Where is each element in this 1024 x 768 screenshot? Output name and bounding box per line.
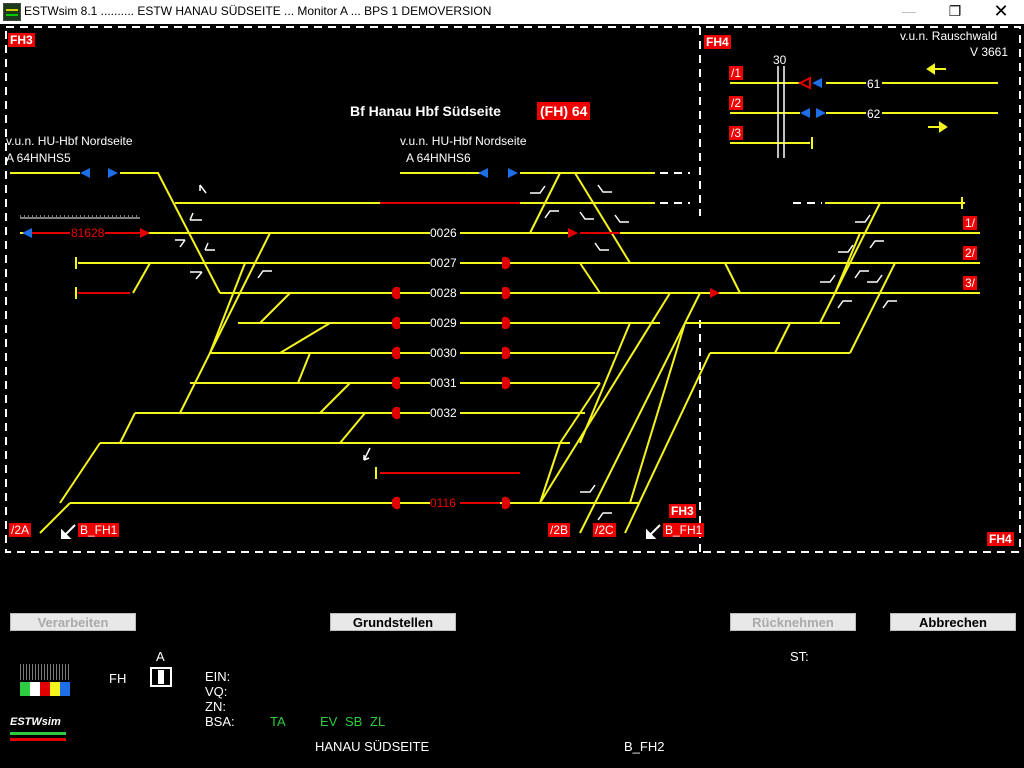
bfh1-right[interactable]: B_FH1 bbox=[663, 523, 705, 537]
area-status: B_FH2 bbox=[624, 739, 665, 754]
track-label-1[interactable]: /1 bbox=[729, 66, 744, 80]
track-0028[interactable]: 0028 bbox=[430, 286, 457, 300]
monitor-a: A bbox=[156, 649, 165, 664]
track-0032[interactable]: 0032 bbox=[430, 406, 457, 420]
sb-indicator: SB bbox=[345, 714, 363, 729]
track-0030[interactable]: 0030 bbox=[430, 346, 457, 360]
track-0116[interactable]: 0116 bbox=[430, 496, 456, 510]
station-status: HANAU SÜDSEITE bbox=[315, 739, 430, 754]
approach-mid-code: A 64HNHS6 bbox=[406, 151, 471, 165]
vq-label: VQ: bbox=[205, 684, 228, 699]
st-label: ST: bbox=[790, 649, 809, 664]
track-0026[interactable]: 0026 bbox=[430, 226, 457, 240]
signals bbox=[22, 76, 826, 510]
zl-indicator: ZL bbox=[370, 714, 386, 729]
track-diagram bbox=[5, 26, 1021, 553]
exit-label-2[interactable]: 2/ bbox=[963, 246, 978, 260]
exit-label-2a[interactable]: /2A bbox=[9, 523, 32, 537]
ein-label: EIN: bbox=[205, 669, 231, 684]
app-icon bbox=[3, 3, 21, 21]
block-61: 61 bbox=[866, 77, 882, 91]
verarbeiten-button[interactable]: Verarbeiten bbox=[10, 613, 136, 631]
area-label-fh3: FH3 bbox=[8, 33, 35, 47]
exit-label-2b[interactable]: /2B bbox=[548, 523, 571, 537]
estwsim-logo: ESTWsim bbox=[10, 716, 70, 748]
direction-arrows bbox=[926, 63, 948, 133]
grundstellen-button[interactable]: Grundstellen bbox=[330, 613, 456, 631]
monitor-switch-icon[interactable] bbox=[150, 667, 172, 687]
ruecknehmen-button[interactable]: Rücknehmen bbox=[730, 613, 856, 631]
exit-label-3[interactable]: 3/ bbox=[963, 276, 978, 290]
zn-label: ZN: bbox=[205, 699, 226, 714]
station-code: (FH) 64 bbox=[537, 102, 591, 120]
maximize-button[interactable]: ❐ bbox=[948, 3, 962, 19]
approach-right-name: v.u.n. Rauschwald bbox=[900, 29, 998, 43]
switch-marks bbox=[175, 184, 897, 521]
approach-left-code: A 64HNHS5 bbox=[6, 151, 71, 165]
minimize-button[interactable]: — bbox=[902, 3, 916, 19]
block-km: 30 bbox=[773, 53, 787, 67]
ta-indicator: TA bbox=[270, 714, 286, 729]
area-borders bbox=[5, 26, 1021, 553]
block-62: 62 bbox=[866, 107, 882, 121]
window-title: ESTWsim 8.1 .......... ESTW HANAU SÜDSEI… bbox=[24, 4, 492, 18]
window-titlebar[interactable]: ESTWsim 8.1 .......... ESTW HANAU SÜDSEI… bbox=[0, 0, 1024, 24]
track-0029[interactable]: 0029 bbox=[430, 316, 457, 330]
area-label-fh3-bottom: FH3 bbox=[669, 504, 696, 518]
track-label-3[interactable]: /3 bbox=[729, 126, 744, 140]
area-label-fh4: FH4 bbox=[704, 35, 731, 49]
track-0027[interactable]: 0027 bbox=[430, 256, 457, 270]
approach-left-name: v.u.n. HU-Hbf Nordseite bbox=[6, 134, 133, 148]
approach-right-code: V 3661 bbox=[970, 45, 1009, 59]
bfh1-left[interactable]: B_FH1 bbox=[78, 523, 120, 537]
station-title: Bf Hanau Hbf Südseite bbox=[350, 103, 501, 119]
ev-indicator: EV bbox=[320, 714, 338, 729]
area-label-fh4-bottom: FH4 bbox=[987, 532, 1014, 546]
abbrechen-button[interactable]: Abbrechen bbox=[890, 613, 1016, 631]
occupied-tracks bbox=[30, 202, 620, 504]
close-button[interactable]: ✕ bbox=[993, 1, 1009, 21]
area-fh: FH bbox=[109, 671, 127, 686]
color-legend-icon bbox=[20, 664, 70, 696]
exit-label-1[interactable]: 1/ bbox=[963, 216, 978, 230]
track-0031[interactable]: 0031 bbox=[430, 376, 457, 390]
track-label-2[interactable]: /2 bbox=[729, 96, 744, 110]
bsa-label: BSA: bbox=[205, 714, 235, 729]
train-number[interactable]: 81628 bbox=[70, 226, 106, 240]
approach-mid-name: v.u.n. HU-Hbf Nordseite bbox=[400, 134, 527, 148]
exit-label-2c[interactable]: /2C bbox=[593, 523, 616, 537]
